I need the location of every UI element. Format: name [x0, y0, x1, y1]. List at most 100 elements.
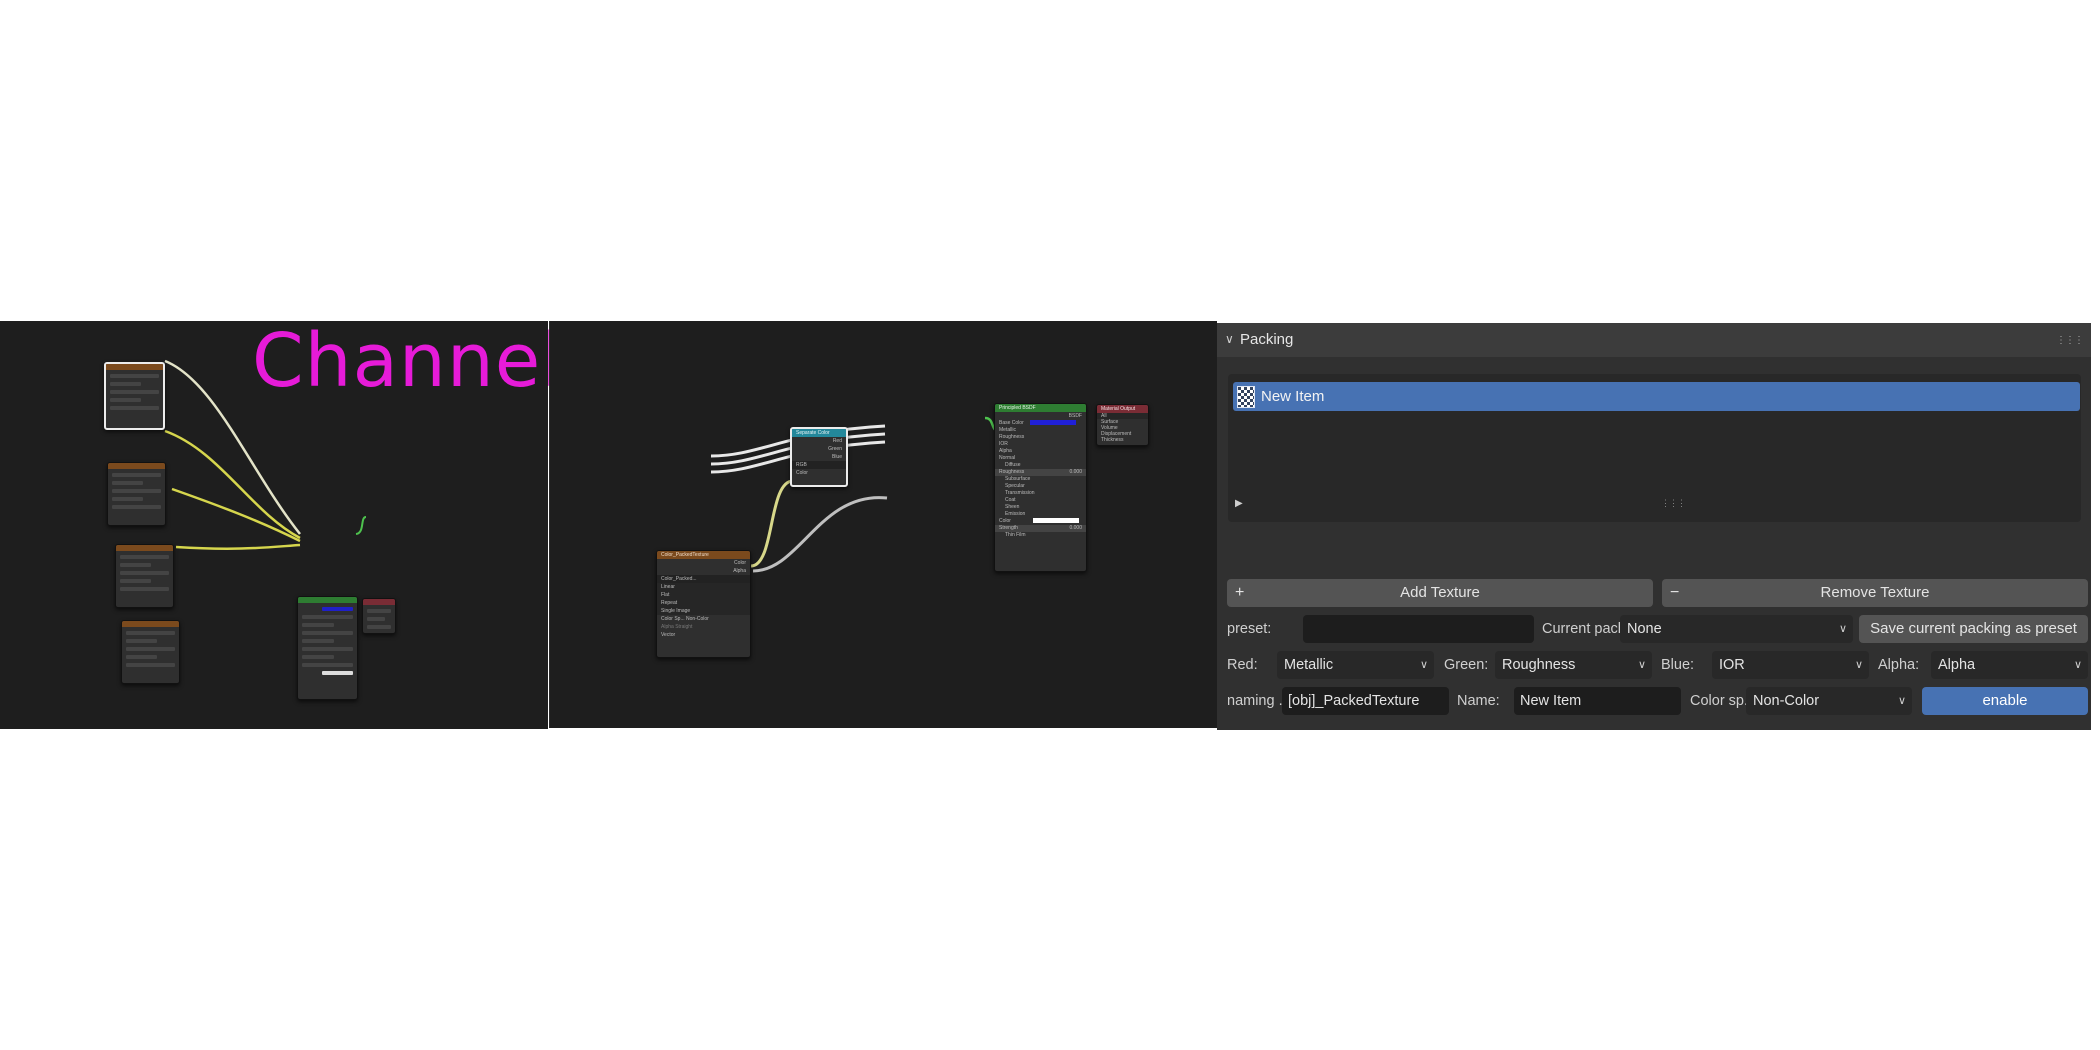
input-normal: Normal — [999, 455, 1016, 461]
preset-input[interactable] — [1303, 615, 1534, 643]
panel-header-label: Packing — [1240, 331, 1294, 348]
input-base-color: Base Color — [999, 420, 1024, 426]
panel-coat[interactable]: Coat — [1005, 497, 1016, 503]
color-space-dropdown[interactable]: Non-Color ∨ — [1746, 687, 1912, 715]
panel-specular[interactable]: Specular — [1005, 483, 1025, 489]
save-preset-button[interactable]: Save current packing as preset — [1859, 615, 2088, 643]
panel-subsurface[interactable]: Subsurface — [1005, 476, 1031, 482]
target-select[interactable]: All — [1097, 413, 1148, 419]
principled-title: Principled BSDF — [995, 404, 1086, 412]
node-editor-right[interactable]: Separate Color Red Green Blue RGB Color … — [549, 321, 1217, 728]
principled-bsdf-node[interactable] — [297, 596, 358, 700]
expand-icon[interactable]: ▶ — [1235, 498, 1243, 509]
name-input[interactable]: New Item — [1514, 687, 1681, 715]
panel-emission[interactable]: Emission — [1005, 511, 1026, 517]
drag-grip-icon[interactable]: ⋮⋮⋮ — [2056, 335, 2084, 346]
add-texture-label: Add Texture — [1400, 584, 1480, 601]
emission-color-swatch[interactable] — [1032, 518, 1079, 524]
panel-diffuse[interactable]: Diffuse — [1005, 462, 1021, 468]
alpha-select[interactable]: Straight — [675, 624, 693, 630]
chevron-down-icon: ∨ — [1419, 659, 1428, 671]
base-color-swatch[interactable] — [1029, 420, 1076, 426]
red-label: Red: — [1227, 657, 1258, 673]
socket-displacement: Displacement — [1101, 431, 1132, 437]
resize-handle-icon[interactable]: ⋮⋮⋮ — [1661, 498, 1686, 508]
color-space-label: Color Sp... — [661, 616, 685, 622]
panel-thin-film[interactable]: Thin Film — [1005, 532, 1026, 538]
output-green: Green — [828, 446, 842, 452]
current-pack-dropdown[interactable]: None ∨ — [1620, 615, 1853, 643]
chevron-down-icon: ∨ — [2073, 659, 2082, 671]
image-texture-node[interactable] — [121, 620, 180, 684]
panel-header[interactable]: ∨ Packing ⋮⋮⋮ — [1217, 323, 2091, 357]
interpolation-select[interactable]: Linear — [657, 583, 750, 591]
packed-texture-title: Color_PackedTexture — [657, 551, 750, 559]
node-links-left — [164, 359, 367, 550]
socket-volume: Volume — [1101, 425, 1118, 431]
node-editor-left[interactable] — [0, 321, 548, 729]
remove-texture-label: Remove Texture — [1820, 584, 1930, 601]
chevron-down-icon[interactable]: ∨ — [1225, 332, 1234, 346]
socket-surface: Surface — [1101, 419, 1119, 425]
emission-strength-value[interactable]: 0.000 — [1069, 525, 1082, 531]
image-texture-node[interactable] — [115, 544, 174, 608]
material-output-node[interactable] — [362, 598, 396, 634]
panel-sheen[interactable]: Sheen — [1005, 504, 1020, 510]
output-blue: Blue — [831, 454, 842, 460]
alpha-channel-value: Alpha — [1938, 657, 1976, 673]
emission-strength[interactable]: Strength — [999, 525, 1018, 531]
output-color: Color — [734, 560, 746, 566]
chevron-down-icon: ∨ — [1838, 623, 1847, 635]
input-ior: IOR — [999, 441, 1008, 447]
naming-input[interactable]: [obj]_PackedTexture — [1282, 687, 1449, 715]
color-space-value: Non-Color — [1753, 693, 1820, 709]
blue-channel-dropdown[interactable]: IOR ∨ — [1712, 651, 1869, 679]
mode-select[interactable]: RGB — [792, 461, 846, 469]
chevron-down-icon: ∨ — [1897, 695, 1906, 707]
texture-icon — [1237, 386, 1255, 408]
texture-list[interactable]: New Item ▶ ⋮⋮⋮ — [1228, 374, 2081, 522]
output-red: Red — [832, 438, 842, 444]
alpha-label: Alpha — [661, 624, 674, 630]
list-item[interactable]: New Item — [1233, 382, 2080, 411]
panel-transmission[interactable]: Transmission — [1005, 490, 1035, 496]
input-vector: Vector — [661, 632, 676, 638]
output-alpha: Alpha — [733, 568, 746, 574]
extension-select[interactable]: Repeat — [657, 599, 750, 607]
image-texture-node[interactable] — [104, 362, 165, 430]
alpha-channel-dropdown[interactable]: Alpha ∨ — [1931, 651, 2088, 679]
diffuse-roughness[interactable]: Roughness — [999, 469, 1025, 475]
remove-texture-button[interactable]: − Remove Texture — [1662, 579, 2088, 607]
emission-color: Color — [999, 518, 1011, 524]
red-channel-value: Metallic — [1284, 657, 1334, 673]
packed-texture-node[interactable]: Color_PackedTexture Color Alpha Color_Pa… — [656, 550, 751, 658]
minus-icon: − — [1670, 584, 1680, 601]
blue-channel-value: IOR — [1719, 657, 1745, 673]
projection-select[interactable]: Flat — [657, 591, 750, 599]
source-select[interactable]: Single Image — [657, 607, 750, 615]
image-selector[interactable]: Color_Packed... — [657, 575, 750, 583]
principled-bsdf-node[interactable]: Principled BSDF BSDF Base Color Metallic… — [994, 403, 1087, 572]
socket-thickness: Thickness — [1101, 437, 1124, 443]
diffuse-roughness-value[interactable]: 0.000 — [1069, 469, 1082, 475]
enable-button[interactable]: enable — [1922, 687, 2088, 715]
red-channel-dropdown[interactable]: Metallic ∨ — [1277, 651, 1434, 679]
input-color: Color — [796, 470, 808, 476]
alpha-label: Alpha: — [1878, 657, 1920, 673]
current-pack-label: Current pack... — [1542, 621, 1638, 637]
separate-color-node[interactable]: Separate Color Red Green Blue RGB Color — [790, 427, 848, 487]
add-texture-button[interactable]: + Add Texture — [1227, 579, 1653, 607]
color-space-label: Color sp... — [1690, 693, 1757, 709]
node-links-right — [710, 416, 1000, 573]
blue-label: Blue: — [1661, 657, 1695, 673]
material-output-node[interactable]: Material Output All Surface Volume Displ… — [1096, 404, 1149, 446]
separate-color-title: Separate Color — [792, 429, 846, 437]
chevron-down-icon: ∨ — [1637, 659, 1646, 671]
image-texture-node[interactable] — [107, 462, 166, 526]
material-output-title: Material Output — [1097, 405, 1148, 413]
output-bsdf: BSDF — [1068, 413, 1082, 419]
name-label: Name: — [1457, 693, 1500, 709]
green-channel-dropdown[interactable]: Roughness ∨ — [1495, 651, 1652, 679]
input-metallic: Metallic — [999, 427, 1016, 433]
color-space-select[interactable]: Non-Color — [686, 616, 709, 622]
